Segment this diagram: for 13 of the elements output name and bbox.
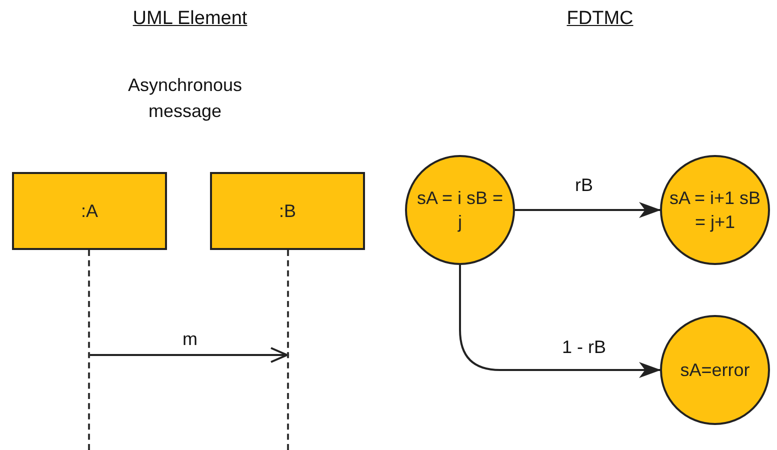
state-circle: sA = i+1 sB = j+1 (660, 155, 770, 265)
heading: UML Element (132, 8, 248, 30)
lifeline (88, 250, 90, 450)
object-box: :A (12, 172, 167, 250)
caption-text: Asynchronous message (126, 74, 244, 123)
state-circle: sA=error (660, 315, 770, 425)
object-box: :B (210, 172, 365, 250)
heading: FDTMC (566, 8, 634, 30)
arrow (515, 202, 661, 218)
state-circle: sA = i sB = j (405, 155, 515, 265)
arrow (90, 347, 288, 363)
arrow (459, 265, 661, 378)
lifeline (287, 250, 289, 450)
